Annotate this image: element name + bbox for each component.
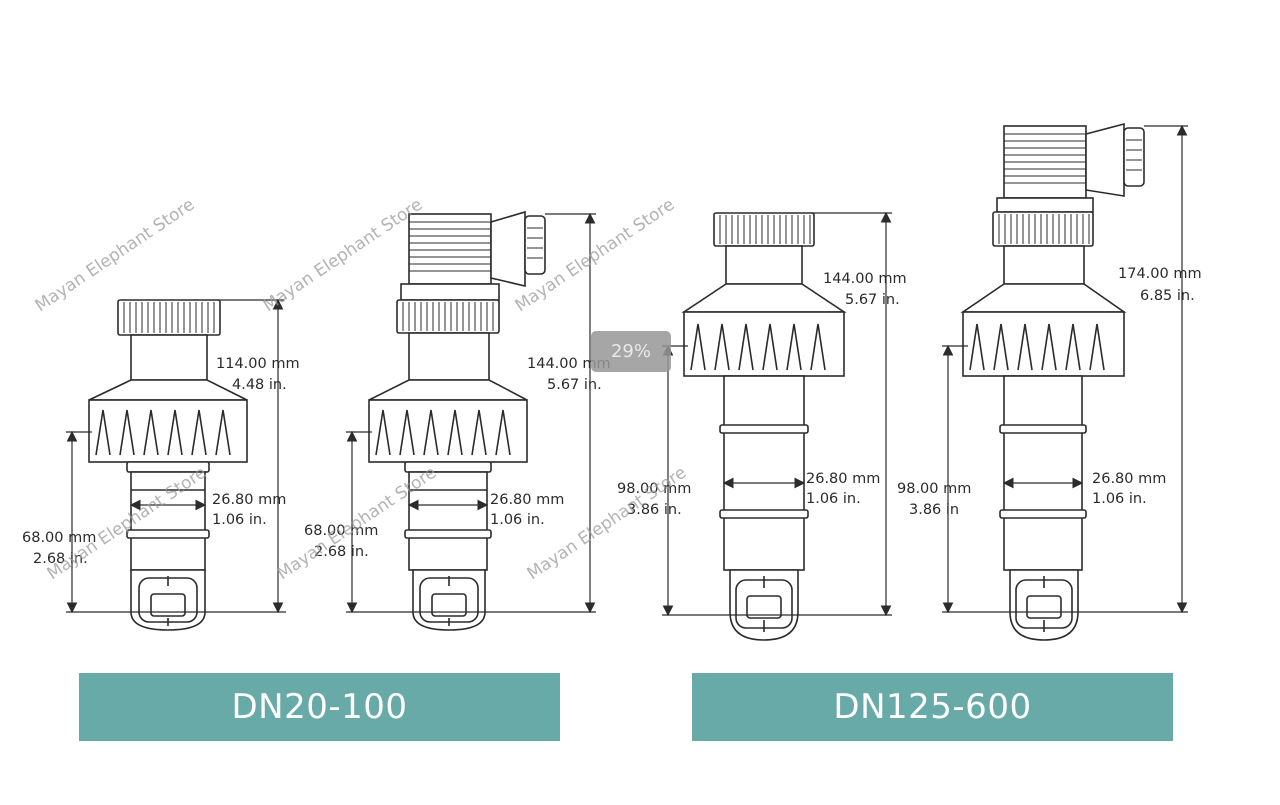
- group-label: DN125-600: [833, 687, 1032, 727]
- insert-in-label: 3.86 in.: [627, 502, 682, 518]
- group-label-band: DN125-600: [692, 673, 1173, 741]
- zoom-level: 29%: [610, 341, 651, 362]
- watermark: Mayan Elephant Store: [524, 463, 691, 584]
- watermark: Mayan Elephant Store: [32, 195, 199, 316]
- insert-in-label: 3.86 in: [909, 502, 959, 518]
- insert-mm-label: 68.00 mm: [22, 530, 96, 546]
- dimension-lines: [66, 124, 1188, 617]
- diameter-mm-label: 26.80 mm: [806, 471, 880, 487]
- diameter-mm-label: 26.80 mm: [490, 492, 564, 508]
- sensor-2: [368, 210, 546, 631]
- height-mm-label: 144.00 mm: [823, 271, 907, 287]
- dimension-labels: 114.00 mm 4.48 in. 26.80 mm 1.06 in. 68.…: [22, 266, 1202, 567]
- sensor-3: [681, 212, 847, 641]
- insert-in-label: 2.68 in.: [314, 544, 369, 560]
- zoom-badge[interactable]: 29%: [591, 331, 671, 372]
- height-mm-label: 144.00 mm: [527, 356, 611, 372]
- sensor-4: [960, 122, 1145, 641]
- diameter-in-label: 1.06 in.: [1092, 491, 1147, 507]
- sensor-1: [88, 299, 248, 631]
- diameter-in-label: 1.06 in.: [212, 512, 267, 528]
- group-label-band: DN20-100: [79, 673, 560, 741]
- height-in-label: 6.85 in.: [1140, 288, 1195, 304]
- height-in-label: 4.48 in.: [232, 377, 287, 393]
- diameter-in-label: 1.06 in.: [806, 491, 861, 507]
- diameter-mm-label: 26.80 mm: [212, 492, 286, 508]
- height-mm-label: 114.00 mm: [216, 356, 300, 372]
- group-label: DN20-100: [231, 687, 408, 727]
- diameter-in-label: 1.06 in.: [490, 512, 545, 528]
- insert-mm-label: 68.00 mm: [304, 523, 378, 539]
- height-in-label: 5.67 in.: [845, 292, 900, 308]
- diameter-mm-label: 26.80 mm: [1092, 471, 1166, 487]
- insert-mm-label: 98.00 mm: [897, 481, 971, 497]
- height-in-label: 5.67 in.: [547, 377, 602, 393]
- insert-in-label: 2.68 in.: [33, 551, 88, 567]
- height-mm-label: 174.00 mm: [1118, 266, 1202, 282]
- insert-mm-label: 98.00 mm: [617, 481, 691, 497]
